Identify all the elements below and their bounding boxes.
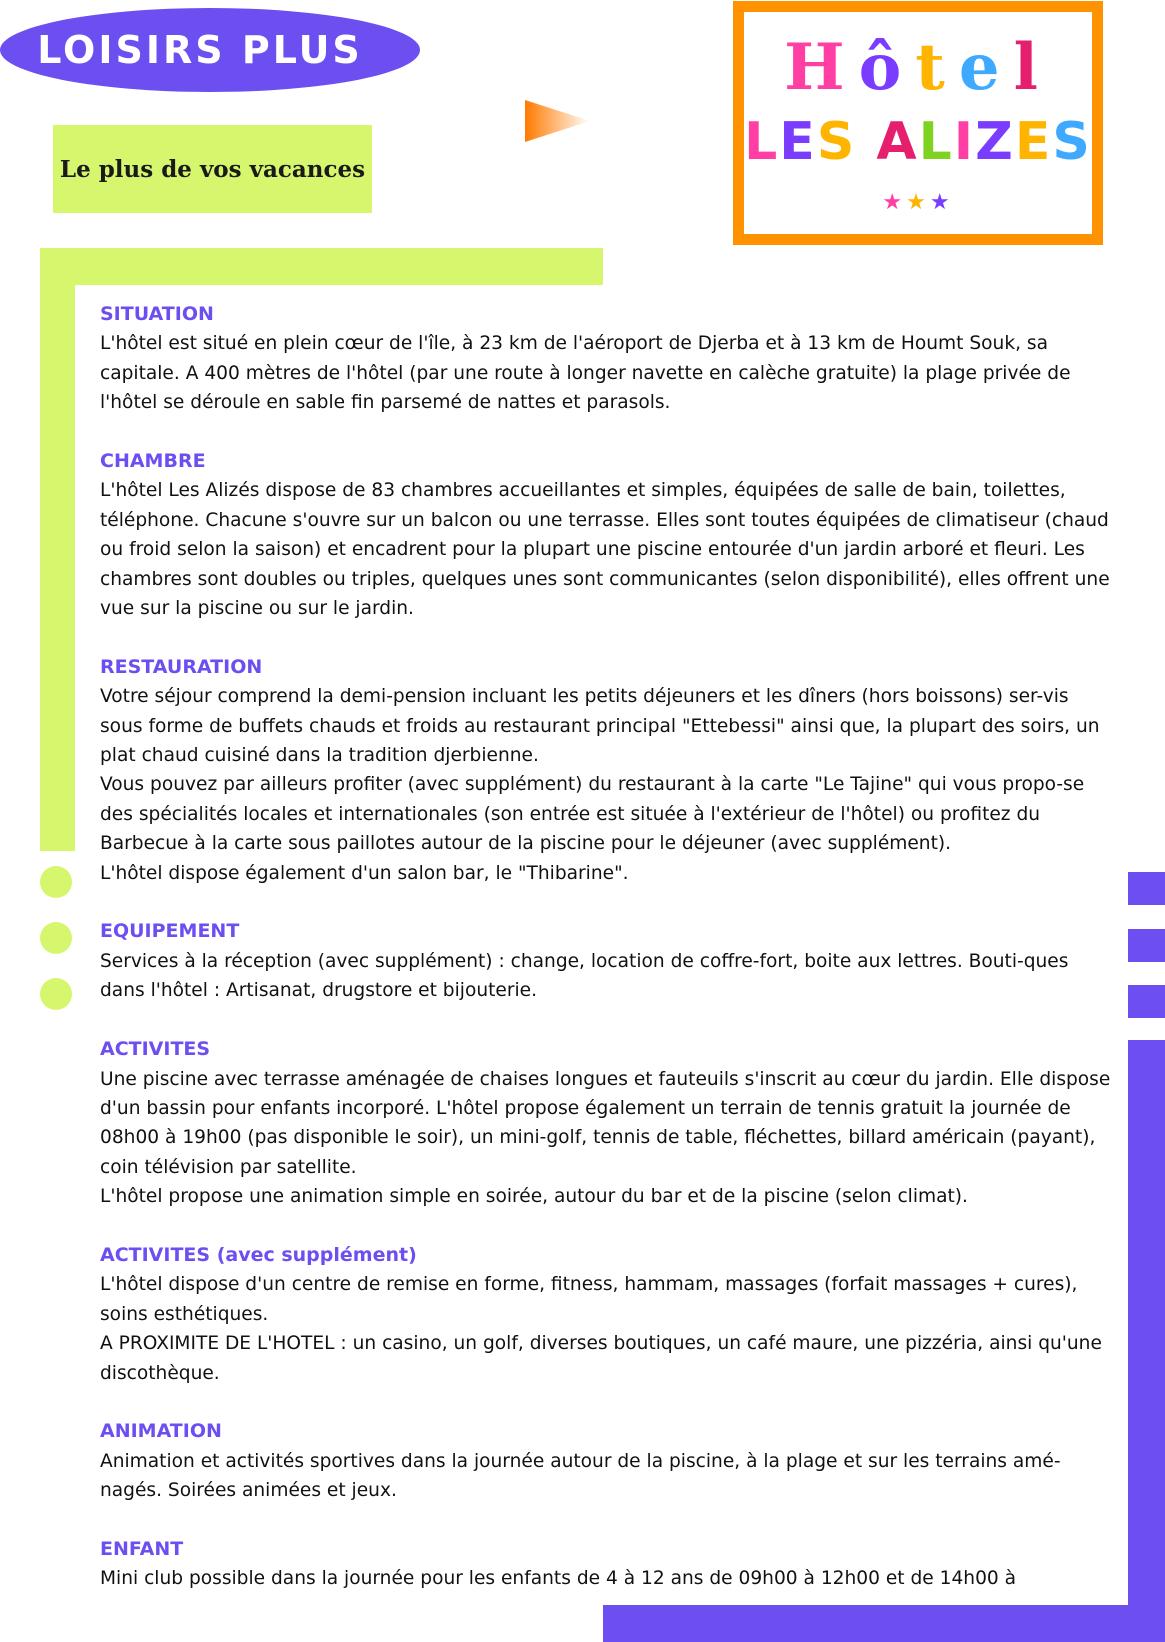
- section-activites: ACTIVITES Une piscine avec terrasse amén…: [100, 1035, 1112, 1211]
- logo-hotel-name: LES ALIZES: [744, 112, 1092, 172]
- section-paragraph: L'hôtel propose une animation simple en …: [100, 1186, 968, 1208]
- green-frame-left: [40, 248, 75, 851]
- green-frame-top: [40, 248, 603, 285]
- purple-frame-right: [1128, 1040, 1165, 1642]
- section-paragraph: L'hôtel dispose également d'un salon bar…: [100, 862, 629, 884]
- section-heading: RESTAURATION: [100, 655, 263, 678]
- section-enfant: ENFANT Mini club possible dans la journé…: [100, 1535, 1112, 1594]
- brand-oval: [0, 8, 420, 92]
- hotel-logo: Hôtel LES ALIZES ★★★: [733, 1, 1103, 245]
- section-heading: ACTIVITES (avec supplément): [100, 1243, 417, 1266]
- section-animation: ANIMATION Animation et activités sportiv…: [100, 1417, 1112, 1505]
- green-dot: [40, 866, 72, 898]
- section-paragraph: Animation et activités sportives dans la…: [100, 1450, 1061, 1502]
- section-paragraph: Une piscine avec terrasse aménagée de ch…: [100, 1068, 1111, 1178]
- section-equipement: EQUIPEMENT Services à la réception (avec…: [100, 917, 1112, 1005]
- arrow-right-icon: [525, 100, 590, 142]
- section-heading: SITUATION: [100, 303, 214, 325]
- green-dot: [40, 922, 72, 954]
- section-heading: CHAMBRE: [100, 450, 206, 473]
- section-restauration: RESTAURATION Votre séjour comprend la de…: [100, 653, 1112, 888]
- purple-square: [1128, 985, 1165, 1018]
- section-paragraph: L'hôtel Les Alizés dispose de 83 chambre…: [100, 480, 1110, 620]
- section-paragraph: Votre séjour comprend la demi-pension in…: [100, 686, 1100, 767]
- section-paragraph: Vous pouvez par ailleurs profiter (avec …: [100, 774, 1085, 855]
- tagline-box: Le plus de vos vacances: [53, 125, 372, 213]
- section-paragraph: A PROXIMITE DE L'HOTEL : un casino, un g…: [100, 1333, 1102, 1384]
- tagline: Le plus de vos vacances: [59, 155, 366, 183]
- logo-hotel-word: Hôtel: [784, 30, 1052, 105]
- logo-stars-icon: ★★★: [882, 190, 954, 215]
- purple-square: [1128, 872, 1165, 905]
- section-chambre: CHAMBRE L'hôtel Les Alizés dispose de 83…: [100, 447, 1112, 623]
- section-paragraph: Mini club possible dans la journée pour …: [100, 1568, 1017, 1590]
- section-paragraph: Services à la réception (avec supplément…: [100, 950, 1069, 1002]
- purple-frame-bottom: [603, 1605, 1165, 1642]
- section-paragraph: L'hôtel est situé en plein cœur de l'île…: [100, 333, 1071, 414]
- section-heading: EQUIPEMENT: [100, 920, 240, 943]
- green-dot: [40, 978, 72, 1010]
- section-heading: ENFANT: [100, 1537, 184, 1560]
- section-heading: ACTIVITES: [100, 1038, 211, 1061]
- purple-square: [1128, 929, 1165, 962]
- brand-name: LOISIRS PLUS: [37, 28, 363, 72]
- section-activites-supplement: ACTIVITES (avec supplément) L'hôtel disp…: [100, 1241, 1112, 1388]
- hotel-description: SITUATION L'hôtel est situé en plein cœu…: [100, 300, 1112, 1623]
- section-paragraph: L'hôtel dispose d'un centre de remise en…: [100, 1274, 1078, 1325]
- section-situation: SITUATION L'hôtel est situé en plein cœu…: [100, 300, 1112, 418]
- section-heading: ANIMATION: [100, 1420, 222, 1443]
